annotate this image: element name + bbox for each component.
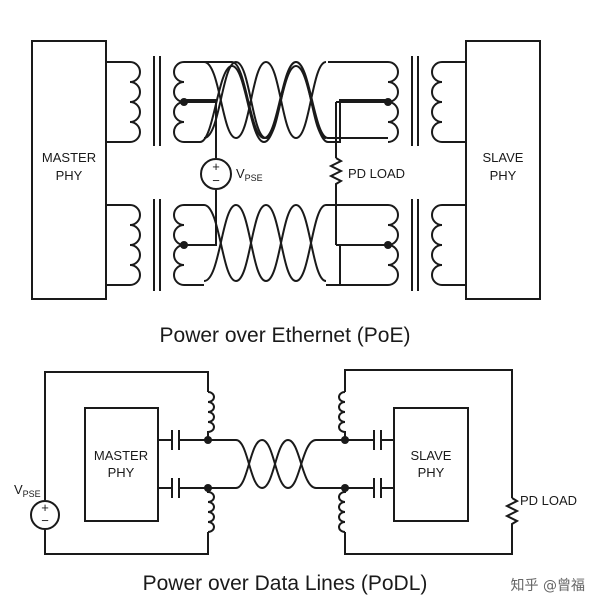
podl-caption: Power over Data Lines (PoDL) — [143, 572, 428, 595]
podl-junction-dot — [341, 436, 349, 444]
podl-source-minus: − — [41, 513, 49, 528]
poe-master-transformer-lower — [106, 199, 185, 291]
podl-slave-phy-block — [393, 407, 469, 522]
poe-slave-label-line2: PHY — [490, 168, 517, 183]
podl-junction-dot — [341, 484, 349, 492]
poe-master-label-line1: MASTER — [42, 150, 96, 165]
poe-caption: Power over Ethernet (PoE) — [160, 324, 411, 347]
poe-diagram: MASTER PHY SLAVE PHY — [31, 40, 541, 347]
podl-capacitor-slave-lower — [316, 478, 394, 498]
poe-pd-load-resistor — [328, 157, 344, 190]
podl-twisted-pair — [235, 439, 317, 489]
podl-slave-label-line1: SLAVE — [411, 448, 452, 463]
podl-inductor-master-upper — [207, 391, 215, 440]
podl-vpse-source: + − — [30, 500, 60, 530]
poe-source-plus: + — [212, 159, 220, 174]
podl-inductor-slave-lower — [338, 488, 346, 533]
podl-master-label-line2: PHY — [108, 465, 135, 480]
watermark-text: 知乎 @曾福 — [511, 577, 585, 594]
poe-slave-label-line1: SLAVE — [483, 150, 524, 165]
poe-slave-transformer-upper — [387, 56, 466, 146]
podl-inductor-master-lower — [207, 488, 215, 533]
podl-power-loop-left — [44, 371, 209, 500]
podl-capacitor-master-upper — [158, 430, 236, 450]
poe-source-minus: − — [212, 173, 220, 188]
poe-vpse-label: VPSE — [236, 166, 263, 183]
podl-inductor-slave-upper — [338, 391, 346, 440]
podl-junction-dot — [204, 436, 212, 444]
podl-pd-load-resistor — [504, 497, 520, 530]
podl-capacitor-master-lower — [158, 478, 236, 498]
podl-capacitor-slave-upper — [316, 430, 394, 450]
poe-master-phy-block — [31, 40, 107, 300]
poe-master-transformer-upper — [106, 56, 185, 146]
podl-slave-label-line2: PHY — [418, 465, 445, 480]
podl-pd-load-label: PD LOAD — [520, 493, 577, 508]
podl-source-plus: + — [41, 500, 49, 515]
podl-master-phy-block — [84, 407, 159, 522]
podl-junction-dot — [204, 484, 212, 492]
poe-pd-load-label: PD LOAD — [348, 166, 405, 181]
podl-master-label-line1: MASTER — [94, 448, 148, 463]
poe-slave-phy-block — [465, 40, 541, 300]
poe-twisted-pair-upper — [184, 60, 388, 144]
poe-master-label-line2: PHY — [56, 168, 83, 183]
poe-slave-transformer-lower — [387, 199, 466, 291]
podl-diagram: MASTER PHY SLAVE PHY — [14, 369, 577, 595]
poe-vpse-source: + − — [200, 158, 232, 190]
podl-vpse-label: VPSE — [14, 482, 41, 499]
podl-power-loop-right — [344, 369, 513, 498]
